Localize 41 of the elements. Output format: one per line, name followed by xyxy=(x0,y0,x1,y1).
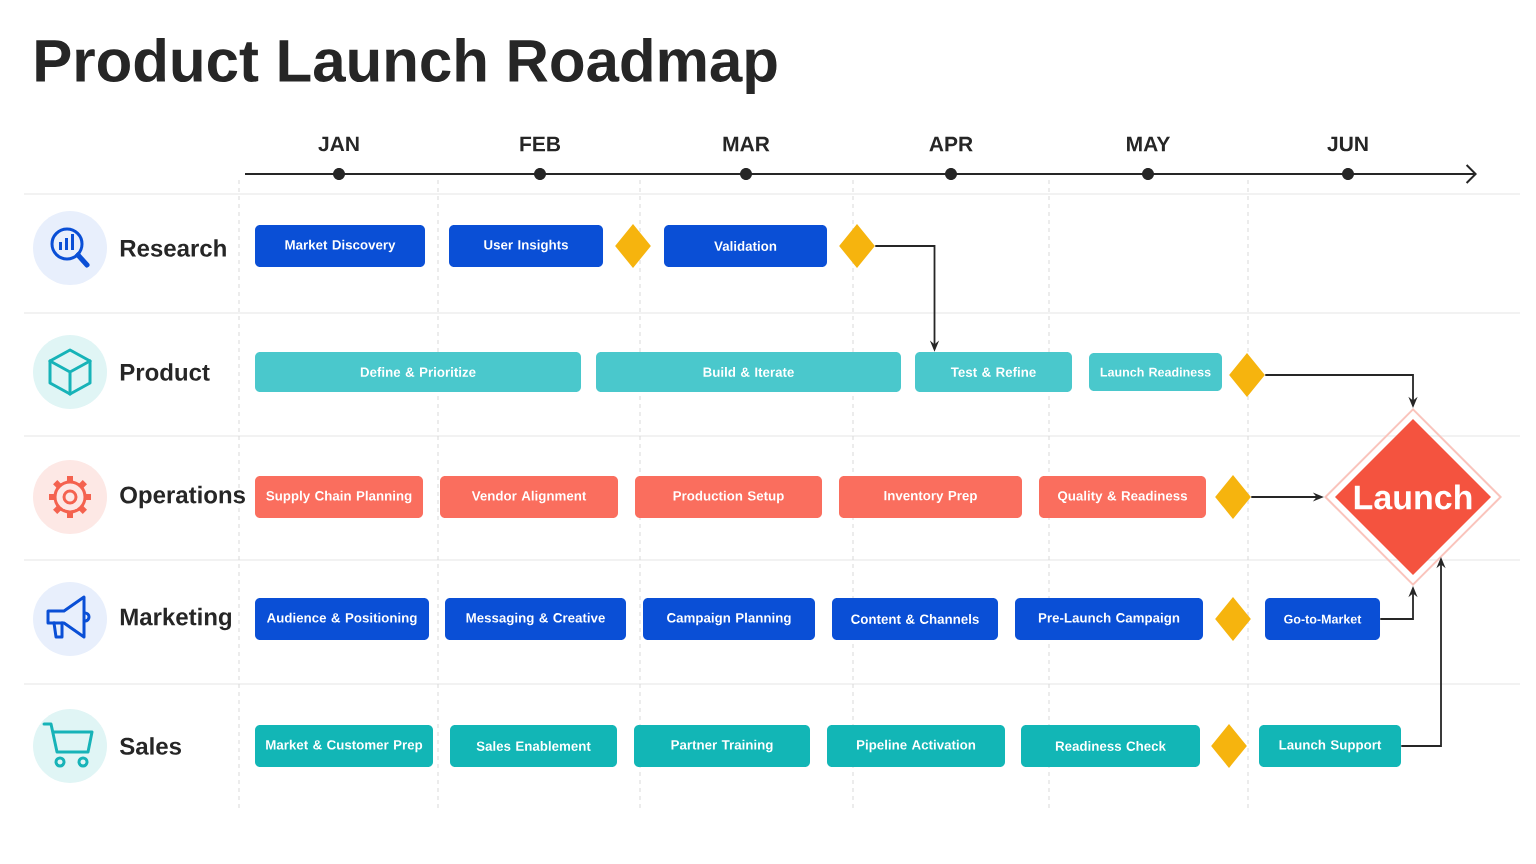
task-box: Inventory Prep xyxy=(839,476,1022,518)
task-box: Go-to-Market xyxy=(1265,598,1380,640)
lane-label: Marketing xyxy=(120,607,231,631)
lane-label: Research xyxy=(120,239,226,257)
lane-label: Product xyxy=(120,363,210,381)
task-box: Messaging & Creative xyxy=(445,598,626,640)
month-label: MAR xyxy=(723,136,770,152)
task-box: Content & Channels xyxy=(832,598,998,640)
task-box: Launch Readiness xyxy=(1089,353,1222,391)
milestone-diamond xyxy=(1229,353,1265,397)
month-label: FEB xyxy=(520,136,561,152)
task-box: Validation xyxy=(664,225,827,267)
milestone-diamond xyxy=(1215,597,1251,641)
task-box: Define & Prioritize xyxy=(255,352,581,392)
task-box: Build & Iterate xyxy=(596,352,901,392)
month-label: JAN xyxy=(318,136,359,152)
task-box: Campaign Planning xyxy=(643,598,815,640)
task-box: Pipeline Activation xyxy=(827,725,1005,767)
milestone-diamond xyxy=(839,224,875,268)
task-box: Sales Enablement xyxy=(450,725,617,767)
task-box: Production Setup xyxy=(635,476,822,518)
task-box: Launch Support xyxy=(1259,725,1401,767)
month-label: MAY xyxy=(1127,136,1171,152)
task-box: Test & Refine xyxy=(915,352,1072,392)
task-box: Market & Customer Prep xyxy=(255,725,433,767)
milestone-diamond xyxy=(1211,724,1247,768)
task-box: Quality & Readiness xyxy=(1039,476,1206,518)
milestone-diamond xyxy=(1215,475,1251,519)
task-box: Readiness Check xyxy=(1021,725,1200,767)
month-label: APR xyxy=(929,136,973,152)
task-box: Supply Chain Planning xyxy=(255,476,423,518)
task-box: Pre-Launch Campaign xyxy=(1015,598,1203,640)
task-box: User Insights xyxy=(449,225,603,267)
title: Product Launch Roadmap xyxy=(36,38,777,94)
milestone-diamond xyxy=(615,224,651,268)
task-box: Audience & Positioning xyxy=(255,598,429,640)
task-box: Partner Training xyxy=(634,725,810,767)
lane-label: Sales xyxy=(119,737,181,755)
month-label: JUN xyxy=(1327,136,1368,152)
task-box: Vendor Alignment xyxy=(440,476,618,518)
task-box: Market Discovery xyxy=(255,225,425,267)
